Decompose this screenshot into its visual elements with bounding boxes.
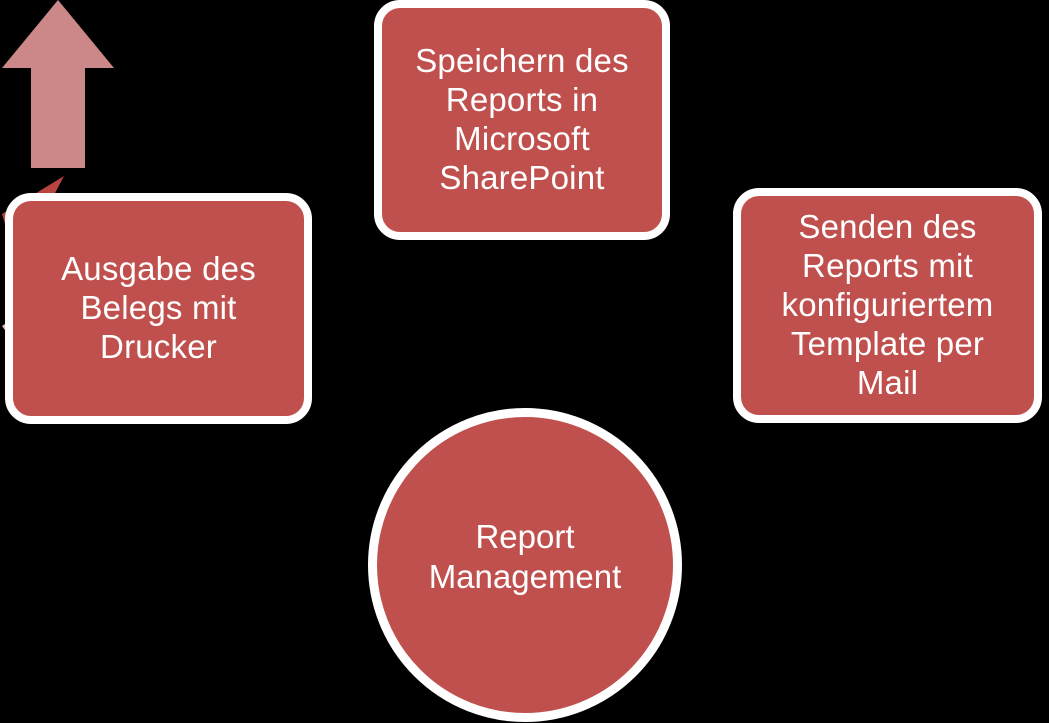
node-printer[interactable]: Ausgabe des Belegs mit Drucker — [5, 193, 312, 424]
arrow-up-icon — [2, 0, 114, 168]
node-sharepoint[interactable]: Speichern des Reports in Microsoft Share… — [374, 0, 670, 240]
node-sharepoint-label: Speichern des Reports in Microsoft Share… — [415, 42, 629, 196]
node-mail[interactable]: Senden des Reports mit konfiguriertem Te… — [733, 188, 1042, 423]
hub-node-report-management[interactable]: Report Management — [368, 408, 682, 722]
hub-node-label: Report Management — [428, 517, 622, 595]
node-mail-label: Senden des Reports mit konfiguriertem Te… — [781, 208, 994, 401]
node-printer-label: Ausgabe des Belegs mit Drucker — [61, 250, 256, 365]
arrow-up-to-sharepoint — [0, 0, 116, 168]
